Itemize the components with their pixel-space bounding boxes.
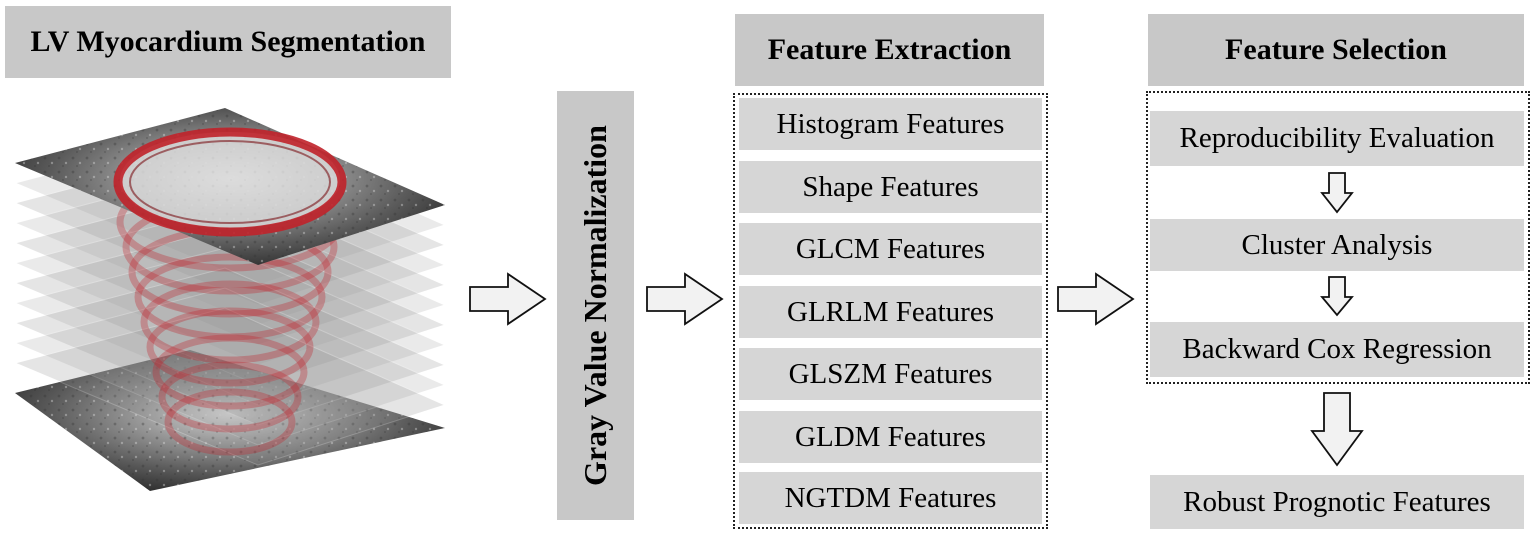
mri-top-slice [15,108,445,265]
arrow-down-icon [1320,276,1354,317]
feature-extraction-item: GLRLM Features [739,286,1042,338]
arrow-down-icon [1320,172,1354,214]
arrow-right-icon [646,272,724,326]
arrow-down-large-icon [1310,392,1364,467]
normalization-label: Gray Value Normalization [577,125,613,486]
mri-slice [13,267,447,426]
mri-slice [13,307,447,466]
step-cluster-analysis: Cluster Analysis [1150,219,1524,271]
mri-slice [13,207,447,366]
feature-extraction-item: GLSZM Features [739,348,1042,400]
segmentation-title: LV Myocardium Segmentation [5,6,451,78]
myocardium-contour [164,388,296,456]
myocardium-contour [146,307,314,387]
feature-extraction-item: Shape Features [739,161,1042,213]
feature-extraction-title: Feature Extraction [735,14,1044,86]
mri-bottom-slice [15,350,445,491]
normalization-box: Gray Value Normalization [557,91,634,520]
feature-selection-container [1146,91,1530,384]
feature-extraction-item: GLDM Features [739,411,1042,463]
feature-extraction-item: NGTDM Features [739,472,1042,524]
myocardium-contour [140,280,320,364]
step-backward-cox-regression: Backward Cox Regression [1150,322,1524,377]
feature-extraction-item: Histogram Features [739,98,1042,150]
myocardium-contour [158,361,302,433]
step-reproducibility-evaluation: Reproducibility Evaluation [1150,111,1524,166]
myocardium-contour [152,334,308,410]
mri-slice [13,227,447,386]
feature-extraction-item: GLCM Features [739,223,1042,275]
feature-extraction-container [733,93,1048,529]
mri-slice-stack [13,108,447,491]
mri-slice [13,247,447,406]
myocardium-contour [134,253,326,341]
mri-slice [13,287,447,446]
arrow-right-icon [1057,272,1135,326]
feature-selection-title: Feature Selection [1148,14,1524,86]
robust-prognostic-features: Robust Prognotic Features [1150,475,1524,529]
arrow-right-icon [469,272,547,326]
